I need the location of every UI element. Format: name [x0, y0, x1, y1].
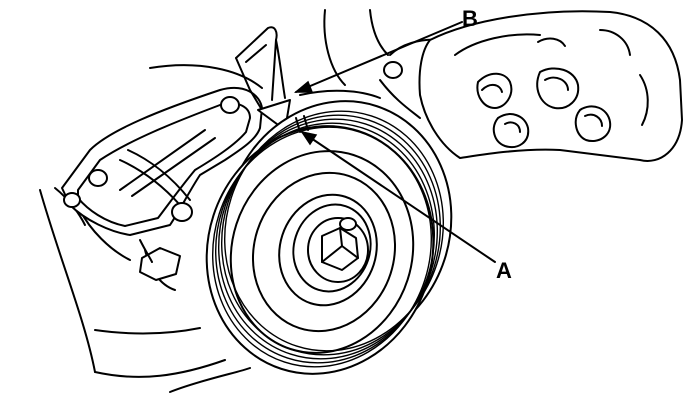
right-component — [418, 10, 683, 162]
engine-block — [39, 64, 263, 393]
lower-bracket — [139, 239, 181, 281]
callout-label-b: B — [462, 6, 478, 31]
callout-leaders — [293, 21, 496, 263]
callout-b-arrowhead — [293, 80, 314, 93]
upper-engine-body — [299, 9, 441, 119]
callout-b-leader — [295, 21, 463, 93]
callout-label-a: A — [496, 258, 512, 283]
callout-a-arrowhead — [300, 130, 318, 146]
timing-cover-plate — [61, 87, 263, 236]
crankshaft-bolt — [307, 217, 369, 283]
callout-a-leader — [301, 131, 496, 263]
